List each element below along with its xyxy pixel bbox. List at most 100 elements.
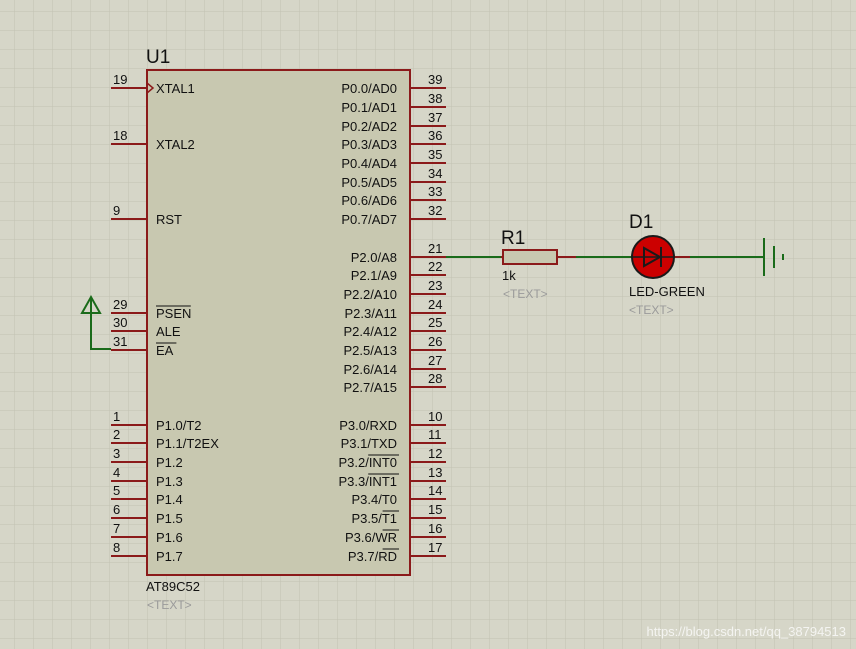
pin-4[interactable]: 4P1.3 — [111, 465, 183, 489]
pin-label: P0.5/AD5 — [341, 175, 397, 190]
ground-terminal[interactable] — [763, 238, 784, 276]
led-text-placeholder: <TEXT> — [629, 303, 674, 317]
pin-number: 5 — [113, 483, 120, 498]
pin-number: 23 — [428, 278, 442, 293]
pin-label: P2.3/A11 — [344, 306, 397, 321]
pin-number: 37 — [428, 110, 442, 125]
pin-label: PSEN — [156, 306, 191, 321]
pin-number: 12 — [428, 446, 442, 461]
chip-reference: U1 — [146, 47, 170, 68]
pin-label: P0.6/AD6 — [341, 193, 397, 208]
pin-number: 8 — [113, 540, 120, 555]
pin-number: 36 — [428, 128, 442, 143]
pin-number: 30 — [113, 315, 127, 330]
pin-label: P3.1/TXD — [341, 436, 397, 451]
power-terminal[interactable] — [80, 294, 111, 350]
pin-number: 10 — [428, 409, 442, 424]
resistor-r1[interactable]: R1 1k <TEXT> — [501, 228, 576, 301]
pin-label: P2.5/A13 — [344, 343, 398, 358]
pin-number: 21 — [428, 241, 442, 256]
pin-label: P1.5 — [156, 511, 183, 526]
pin-label: P2.4/A12 — [344, 324, 398, 339]
pin-label: P3.3/INT1 — [338, 474, 397, 489]
pin-3[interactable]: 3P1.2 — [111, 446, 183, 470]
pin-7[interactable]: 7P1.6 — [111, 521, 183, 545]
pin-label: P3.0/RXD — [339, 418, 397, 433]
pin-number: 9 — [113, 203, 120, 218]
pin-number: 11 — [428, 427, 442, 442]
pin-label: P1.2 — [156, 455, 183, 470]
pin-number: 16 — [428, 521, 442, 536]
microcontroller-u1[interactable]: U1 19XTAL118XTAL29RST29PSEN30ALE31EA1P1.… — [111, 47, 446, 612]
pin-label: P2.7/A15 — [344, 380, 398, 395]
pin-6[interactable]: 6P1.5 — [111, 502, 183, 526]
pin-label: P0.7/AD7 — [341, 212, 397, 227]
pin-1[interactable]: 1P1.0/T2 — [111, 409, 202, 433]
pin-label: P2.1/A9 — [351, 268, 397, 283]
pin-number: 26 — [428, 334, 442, 349]
pin-number: 31 — [113, 334, 127, 349]
pin-number: 17 — [428, 540, 442, 555]
pin-number: 39 — [428, 72, 442, 87]
pin-label: P1.7 — [156, 549, 183, 564]
pin-number: 38 — [428, 91, 442, 106]
resistor-body — [502, 249, 558, 265]
pin-label: P2.6/A14 — [344, 362, 398, 377]
right-pins: 39P0.0/AD038P0.1/AD137P0.2/AD236P0.3/AD3… — [338, 72, 446, 564]
pin-label: P3.4/T0 — [351, 492, 397, 507]
pin-number: 34 — [428, 166, 442, 181]
resistor-reference: R1 — [501, 228, 525, 249]
chip-body[interactable] — [146, 69, 411, 576]
pin-number: 24 — [428, 297, 442, 312]
pin-label: P3.7/RD — [348, 549, 397, 564]
pin-number: 33 — [428, 184, 442, 199]
pin-label: P0.1/AD1 — [341, 100, 397, 115]
pin-label: P0.0/AD0 — [341, 81, 397, 96]
led-d1[interactable]: D1 LED-GREEN <TEXT> — [629, 212, 705, 317]
pin-label: EA — [156, 343, 174, 358]
pin-2[interactable]: 2P1.1/T2EX — [111, 427, 219, 451]
pin-number: 2 — [113, 427, 120, 442]
pin-8[interactable]: 8P1.7 — [111, 540, 183, 564]
pin-label: XTAL1 — [156, 81, 195, 96]
pin-label: P0.2/AD2 — [341, 119, 397, 134]
resistor-value: 1k — [502, 268, 516, 283]
pin-label: RST — [156, 212, 182, 227]
pin-number: 27 — [428, 353, 442, 368]
pin-label: XTAL2 — [156, 137, 195, 152]
pin-label: P0.4/AD4 — [341, 156, 397, 171]
pin-5[interactable]: 5P1.4 — [111, 483, 183, 507]
